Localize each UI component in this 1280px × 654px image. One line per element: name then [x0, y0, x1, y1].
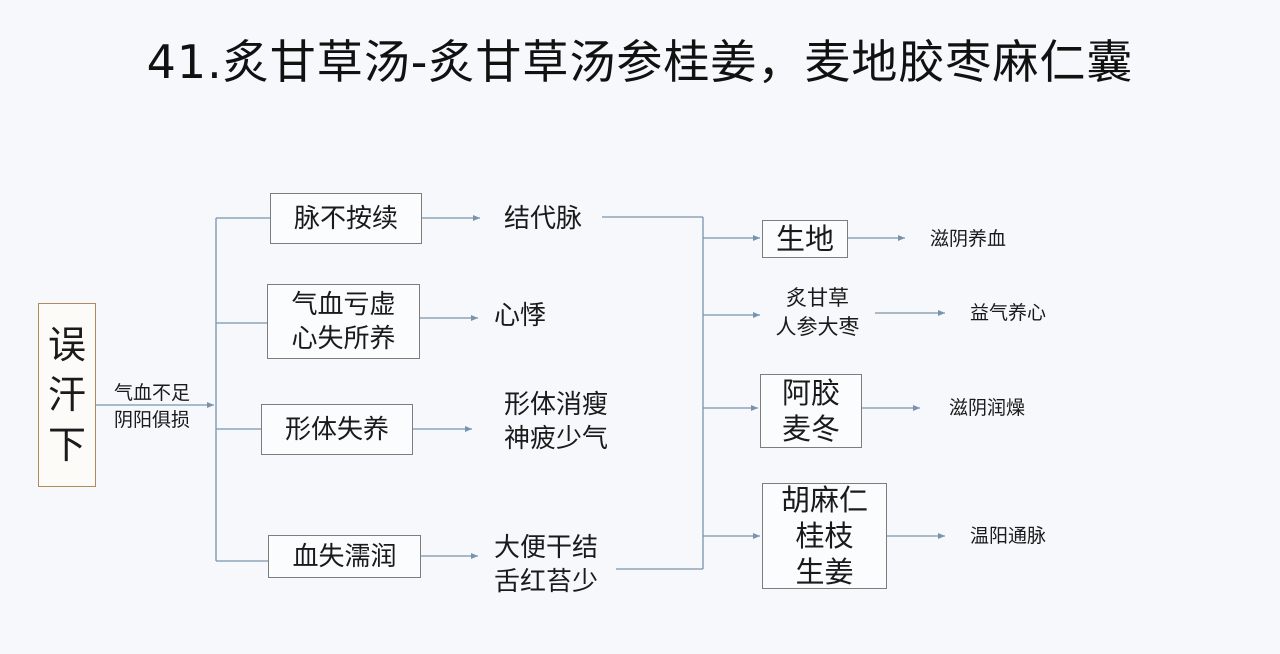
pathology-box-4: 血失濡润 [268, 535, 421, 578]
pathology-box-1: 脉不按续 [270, 193, 422, 244]
herb-label-2: 炙甘草 人参大枣 [775, 286, 860, 339]
pathology-box-3: 形体失养 [261, 404, 413, 455]
page-title: 41.炙甘草汤-炙甘草汤参桂姜，麦地胶枣麻仁囊 [146, 35, 1134, 89]
herb-box-4: 胡麻仁 桂枝 生姜 [762, 483, 887, 589]
manifestation-3: 形体消瘦 神疲少气 [503, 390, 608, 454]
manifestation-4: 大便干结 舌红苔少 [493, 533, 598, 597]
herb-box-3: 阿胶 麦冬 [760, 374, 862, 448]
herb-box-1: 生地 [762, 220, 848, 258]
pathology-box-2: 气血亏虚 心失所养 [267, 284, 420, 359]
effect-1: 滋阴养血 [929, 228, 1006, 250]
effect-4: 温阳通脉 [969, 525, 1046, 547]
cause-box: 误 汗 下 [38, 303, 96, 487]
mechanism-label: 气血不足 阴阳俱损 [113, 382, 190, 431]
effect-3: 滋阴润燥 [948, 397, 1025, 419]
effect-2: 益气养心 [969, 302, 1046, 324]
manifestation-2: 心悸 [493, 301, 546, 331]
manifestation-1: 结代脉 [503, 204, 582, 234]
